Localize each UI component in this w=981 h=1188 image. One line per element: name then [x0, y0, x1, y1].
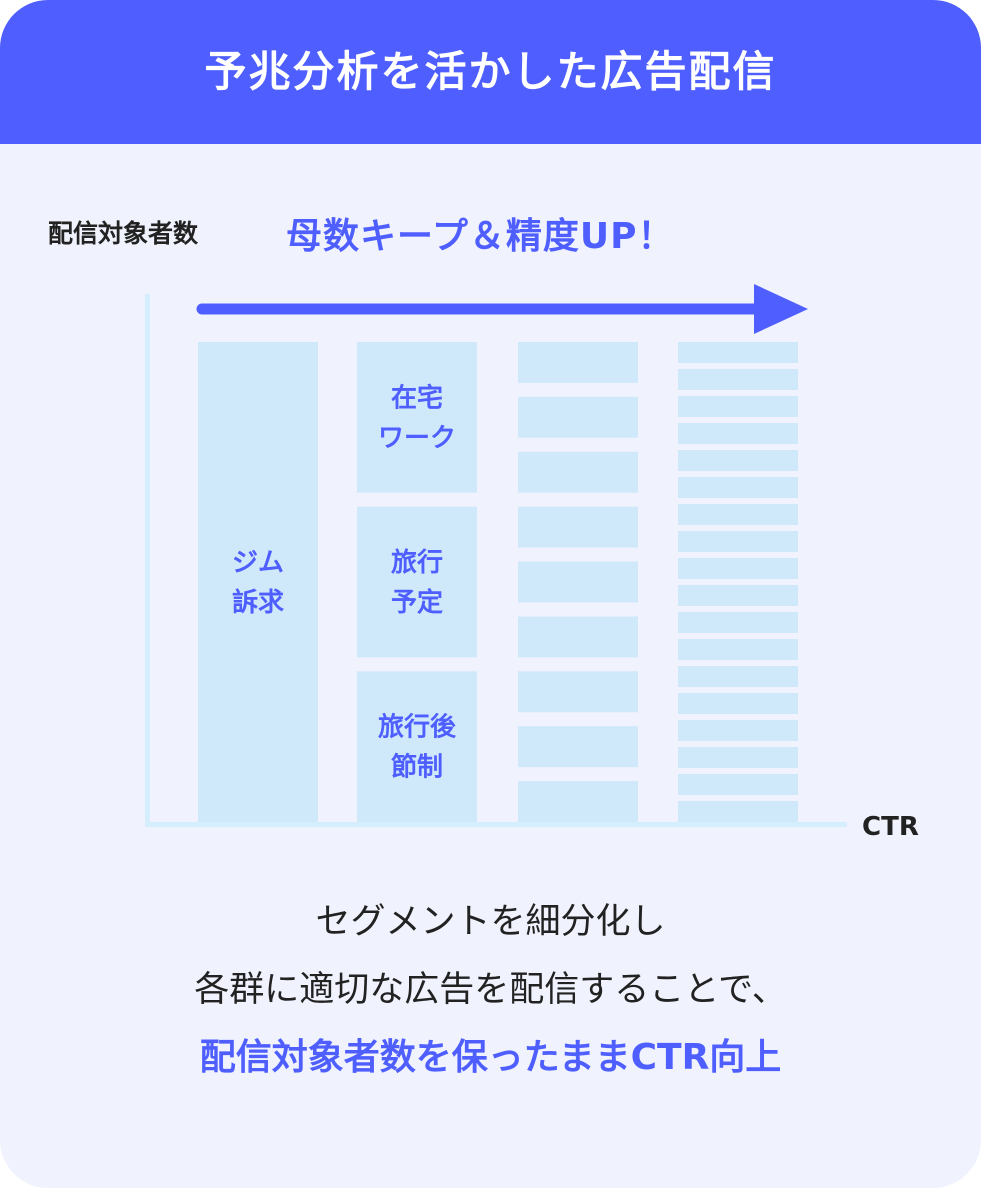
segment-block: [678, 612, 798, 633]
segment-block: [518, 726, 638, 768]
segment-label: 旅行後節制: [378, 712, 457, 783]
segment-block: [678, 504, 798, 525]
segment-block: [678, 693, 798, 714]
segment-block: [678, 423, 798, 444]
segment-block: [678, 639, 798, 660]
header-banner: 予兆分析を活かした広告配信: [0, 0, 981, 144]
segment-block: [678, 342, 798, 363]
segment-block: [518, 616, 638, 658]
segment-label: ジム訴求: [232, 548, 284, 618]
segment-block: [678, 450, 798, 471]
y-axis-label: 配信対象者数: [48, 219, 199, 248]
diagram-headline: 母数キープ＆精度UP！: [286, 216, 675, 257]
arrow-head-icon: [754, 284, 808, 334]
caption-line-3: 配信対象者数を保ったままCTR向上: [199, 1037, 782, 1078]
segment-block: [357, 342, 477, 493]
caption: セグメントを細分化し 各群に適切な広告を配信することで、 配信対象者数を保ったま…: [0, 888, 981, 1092]
x-axis-label: CTR: [862, 812, 919, 842]
header-title: 予兆分析を活かした広告配信: [204, 47, 777, 96]
segment-label: 在宅ワーク: [378, 382, 456, 453]
segment-block: [518, 561, 638, 603]
caption-line-2: 各群に適切な広告を配信することで、: [194, 970, 787, 1010]
segment-block: [678, 801, 798, 822]
segment-block: [518, 451, 638, 493]
segment-block: [678, 531, 798, 552]
segment-block: [678, 720, 798, 741]
segment-label: 旅行予定: [391, 547, 443, 618]
segment-block: [518, 781, 638, 822]
x-axis-line: [145, 822, 847, 827]
segment-block: [518, 671, 638, 713]
y-axis-line: [145, 294, 150, 826]
segment-block: [518, 342, 638, 383]
segment-block: [198, 342, 318, 822]
segment-block: [678, 477, 798, 498]
segment-block: [678, 369, 798, 390]
segment-block: [678, 666, 798, 687]
segment-block: [518, 506, 638, 548]
segment-block: [357, 506, 477, 658]
segment-block: [357, 671, 477, 822]
segment-block: [678, 585, 798, 606]
segment-block: [678, 747, 798, 768]
segment-block: [678, 774, 798, 795]
segment-block: [678, 396, 798, 417]
segment-block: [518, 396, 638, 438]
segment-block: [678, 558, 798, 579]
caption-line-1: セグメントを細分化し: [315, 902, 666, 942]
